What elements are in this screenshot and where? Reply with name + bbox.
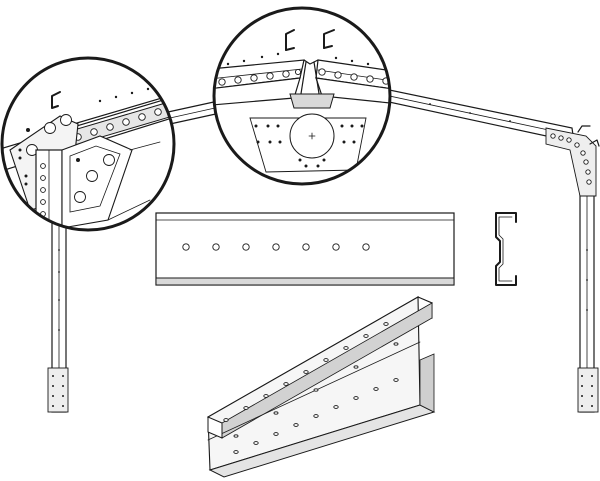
purlin-holes [182, 243, 370, 251]
purlin-hole [362, 243, 370, 251]
c-purlin-perspective [206, 296, 436, 478]
c-purlin-side-view [155, 212, 455, 286]
purlin-hole [182, 243, 190, 251]
right-rafter [379, 87, 575, 143]
purlin-hole [332, 243, 340, 251]
purlin-hole [302, 243, 310, 251]
purlin-hole [272, 243, 280, 251]
purlin-hole [242, 243, 250, 251]
eave-connection-detail [0, 56, 176, 232]
c-section-profile [495, 212, 517, 286]
ridge-connection-detail [212, 6, 392, 186]
right-eave-joint [545, 125, 600, 197]
purlin-hole [212, 243, 220, 251]
